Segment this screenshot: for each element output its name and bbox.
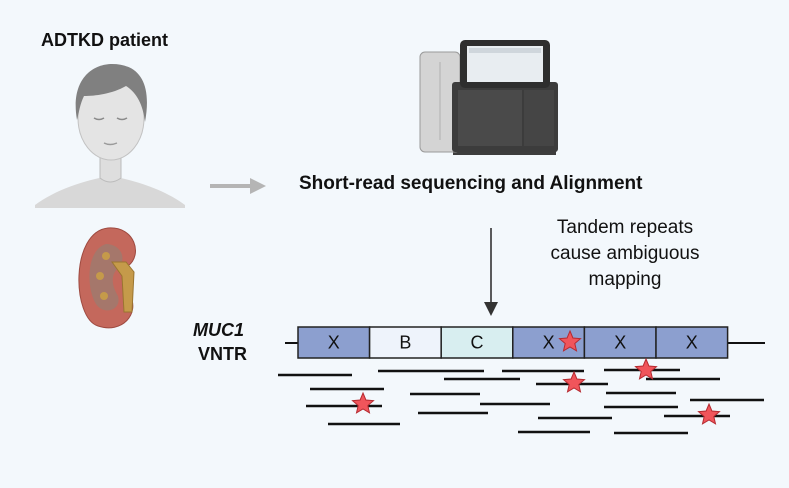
variant-star-icon (634, 357, 658, 380)
short-reads (278, 368, 764, 435)
variant-star-icon (558, 329, 582, 352)
variant-star-icon (697, 402, 721, 425)
tandem-repeats-note: Tandem repeats cause ambiguous mapping (550, 217, 700, 290)
sequencing-label: Short-read sequencing and Alignment (299, 173, 643, 194)
repeat-unit (368, 326, 442, 359)
flow-arrow-down (484, 228, 498, 316)
patient-label: ADTKD patient (41, 30, 168, 50)
repeat-unit (655, 326, 729, 359)
flow-arrow-right (210, 178, 266, 194)
variant-star-icon (351, 391, 375, 414)
kidney-icon (78, 227, 136, 329)
repeat-unit-label: X (686, 333, 698, 353)
repeat-unit (583, 326, 657, 359)
variant-star-icon (562, 370, 586, 393)
repeat-unit-label: B (399, 333, 411, 353)
repeat-unit-label: X (543, 333, 555, 353)
gene-label: MUC1 (193, 320, 245, 340)
repeat-unit-label: X (328, 333, 340, 353)
person-icon (35, 64, 185, 208)
repeat-unit (297, 326, 371, 359)
variant-stars (351, 329, 721, 425)
sequencer-icon (419, 40, 558, 155)
region-label: VNTR (198, 344, 247, 364)
repeat-unit-label: C (471, 333, 484, 353)
repeat-unit-label: X (614, 333, 626, 353)
